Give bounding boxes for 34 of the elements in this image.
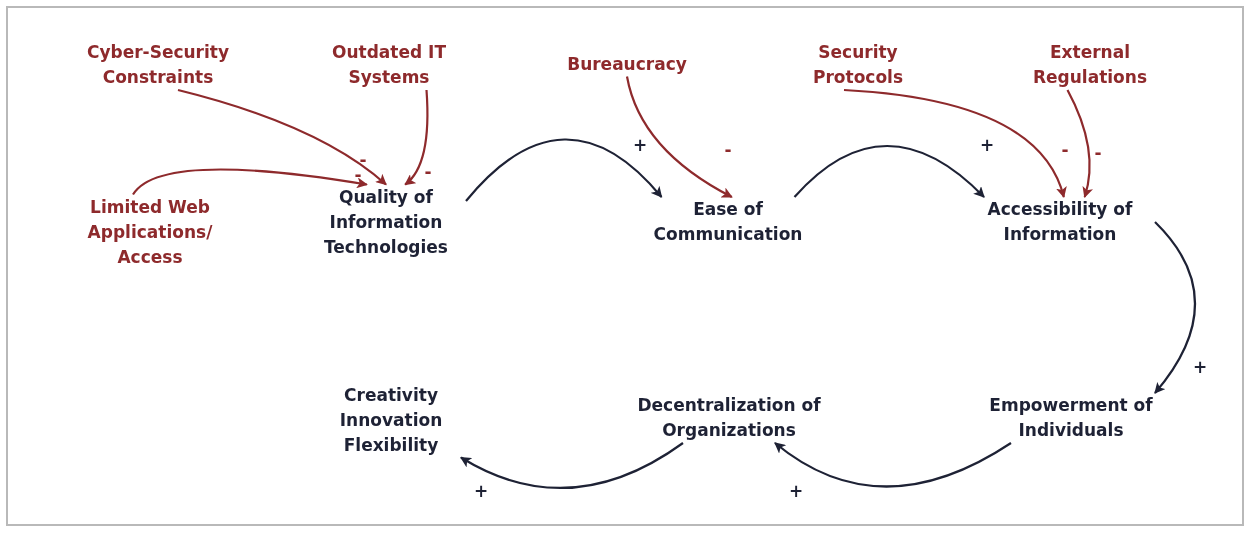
polarity-sign: -: [724, 141, 732, 159]
variable-text: Cyber-Security Constraints: [85, 41, 231, 89]
causal-arrow: [793, 145, 985, 198]
polarity-sign: -: [359, 151, 367, 169]
variable-text: Empowerment of Individuals: [988, 394, 1154, 442]
causal-arrow: [460, 442, 684, 489]
polarity-sign: +: [788, 482, 804, 500]
variable-text: Limited Web Applications/ Access: [86, 195, 214, 269]
polarity-sign: -: [354, 166, 362, 184]
variable-text: Accessibility of Information: [986, 198, 1134, 246]
causal-arrow: [774, 442, 1012, 488]
variable-text: Ease of Communication: [652, 198, 804, 246]
variable-text: Security Protocols: [812, 41, 904, 89]
polarity-sign: +: [473, 482, 489, 500]
variable-text: Quality of Information Technologies: [323, 185, 449, 259]
variable-text: Outdated IT Systems: [331, 41, 447, 89]
polarity-sign: +: [632, 136, 648, 154]
variable-text: External Regulations: [1031, 41, 1148, 89]
causal-arrow: [404, 89, 429, 186]
causal-arrow: [1066, 89, 1093, 199]
polarity-sign: -: [424, 163, 432, 181]
causal-arrow: [625, 76, 733, 198]
causal-arrow: [465, 138, 663, 202]
variable-text: Bureaucracy: [566, 52, 688, 76]
polarity-sign: +: [979, 136, 995, 154]
polarity-sign: -: [1094, 144, 1102, 162]
causal-arrow: [177, 88, 387, 186]
causal-arrow: [843, 88, 1066, 199]
causal-arrow: [1154, 221, 1196, 394]
variable-text: Decentralization of Organizations: [636, 394, 822, 442]
polarity-sign: -: [1061, 141, 1069, 159]
causal-arrow: [132, 168, 368, 196]
variable-text: Creativity Innovation Flexibility: [338, 383, 444, 457]
polarity-sign: +: [1192, 358, 1208, 376]
